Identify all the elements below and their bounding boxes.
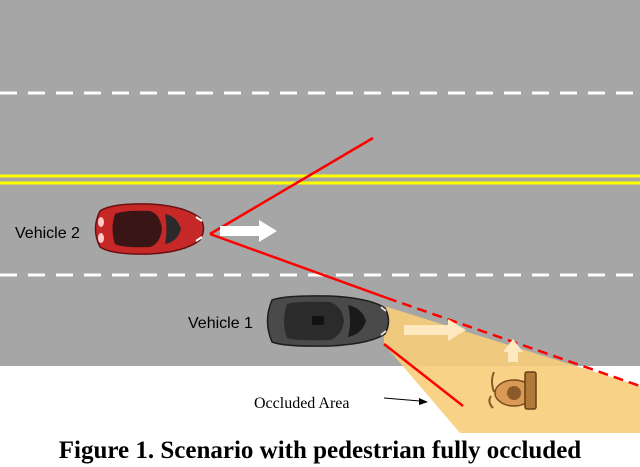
vehicle-2-label: Vehicle 2 <box>15 225 80 242</box>
sight-line-lower <box>209 232 388 300</box>
sight-line-upper <box>209 136 374 236</box>
vehicle-2-arrow-icon <box>220 220 277 242</box>
vehicle-1-arrow-icon <box>404 319 466 341</box>
vehicle-1-car <box>266 295 390 347</box>
sight-line-occluded-edge <box>383 343 464 407</box>
pedestrian-arrow-icon <box>503 339 523 362</box>
occluded-area-pointer-head <box>419 398 428 405</box>
vehicle-1-label: Vehicle 1 <box>188 315 253 332</box>
pedestrian-icon <box>488 371 537 410</box>
occluded-area-label: Occluded Area <box>254 395 350 412</box>
figure-caption: Figure 1. Scenario with pedestrian fully… <box>59 437 582 464</box>
vehicle-2-car <box>94 203 205 255</box>
occluded-area-pointer <box>383 397 421 402</box>
